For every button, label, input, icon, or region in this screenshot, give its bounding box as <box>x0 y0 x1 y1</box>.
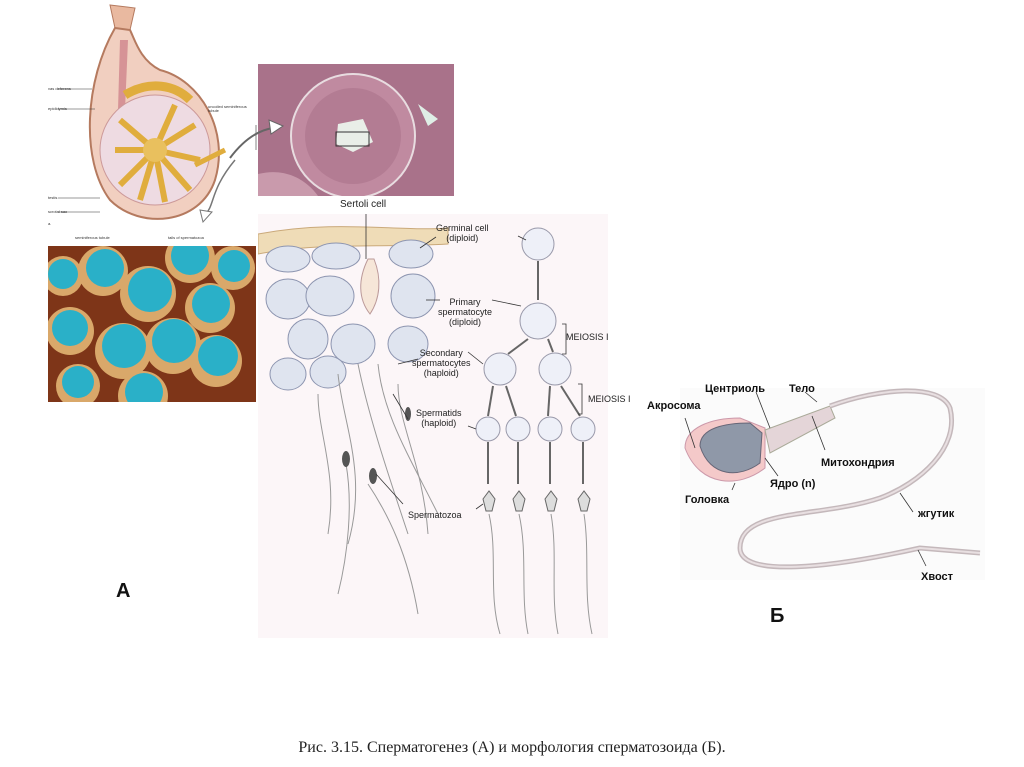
label-scrotal-sac: scrotal sac <box>48 209 68 214</box>
panel-letter-a: А <box>116 580 131 602</box>
spermatids-line2: (haploid) <box>421 417 457 428</box>
label-body: Тело <box>789 383 815 395</box>
histology-image <box>258 64 454 196</box>
germinal-line1: Germinal cell <box>436 223 489 233</box>
secondary-line1: Secondary <box>419 348 463 358</box>
label-tail: Хвост <box>921 571 954 583</box>
primary-line1: Primary <box>449 297 481 307</box>
label-spermatozoa: Spermatozoa <box>408 510 462 520</box>
label-sertoli-cell: Sertoli cell <box>340 199 387 210</box>
label-sublabel-a: a. <box>48 221 52 226</box>
primary-line2: spermatocyte <box>438 306 493 317</box>
label-spermatids: Spermatids (haploid) <box>416 408 462 429</box>
spermatids-line1: Spermatids <box>416 408 462 418</box>
label-primary-spermatocyte: Primary spermatocyte (diploid) <box>438 297 493 328</box>
figure-caption: Рис. 3.15. Сперматогенез (А) и морфологи… <box>298 739 726 756</box>
testis-drawing <box>58 4 257 224</box>
label-seminiferous-tubule: seminiferous tubule <box>75 235 110 240</box>
label-secondary-spermatocytes: Secondary spermatocytes (haploid) <box>412 348 471 379</box>
sem-micrograph <box>48 246 256 402</box>
secondary-line2: spermatocytes <box>412 357 471 368</box>
sperm-drawing <box>684 388 981 570</box>
panel-letter-b: Б <box>770 605 785 627</box>
primary-line3: (diploid) <box>449 316 482 327</box>
label-germinal-cell: Germinal cell (diploid) <box>436 223 489 244</box>
germinal-line2: (diploid) <box>446 232 479 243</box>
label-head: Головка <box>685 494 730 506</box>
spermatogenesis-diagram <box>257 214 608 638</box>
label-epididymis: epididymis <box>48 106 67 111</box>
label-centriole: Центриоль <box>705 383 765 395</box>
label-uncoiled-tubule: uncoiled seminiferous tubule <box>208 104 247 114</box>
label-testis: testis <box>48 195 58 200</box>
spermatogenesis-drawing <box>257 214 596 635</box>
label-meiosis-2: MEIOSIS I <box>588 394 631 404</box>
label-flagellum: жгутик <box>918 508 955 520</box>
secondary-line3: (haploid) <box>423 367 459 378</box>
label-vas-deferens: vas deferens <box>48 86 71 91</box>
pointer-arrow <box>229 119 285 159</box>
label-nucleus: Ядро (n) <box>770 478 816 490</box>
histology-micrograph <box>258 64 454 196</box>
label-meiosis-1: MEIOSIS I <box>566 332 609 342</box>
label-tails-spermatozoa: tails of spermatozoa <box>168 235 204 240</box>
label-acrosome: Акросома <box>647 400 701 412</box>
sperm-morphology-panel <box>680 388 985 580</box>
label-mitochondria: Митохондрия <box>821 457 895 469</box>
sem-tubules <box>48 246 256 402</box>
testis-illustration: vas deferens epididymis uncoiled seminif… <box>40 0 260 245</box>
